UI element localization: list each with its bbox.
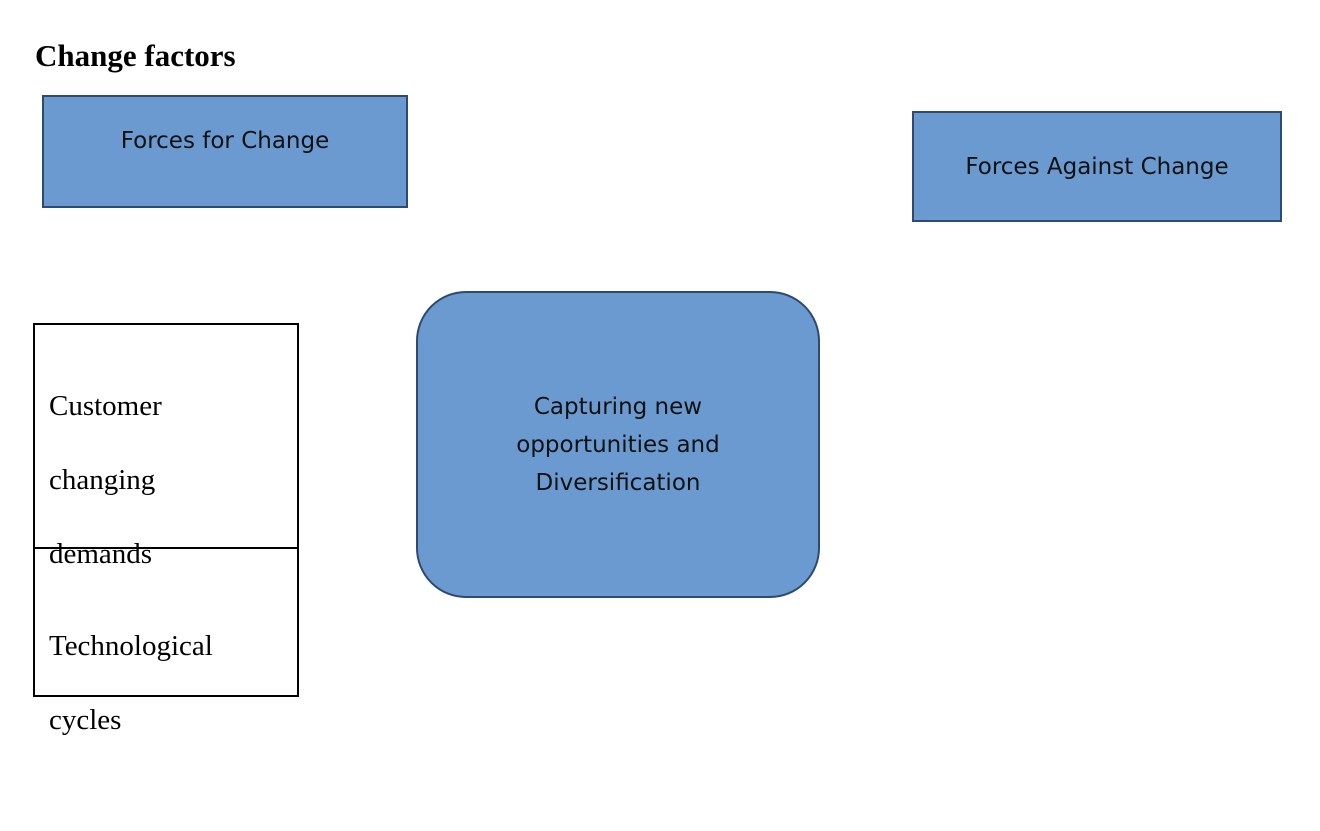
forces-for-change-label: Forces for Change	[120, 128, 330, 154]
forces-for-change-box: Forces for Change	[42, 95, 408, 208]
change-factors-table: Customer changing demands Technological …	[33, 323, 299, 736]
forces-against-change-box: Forces Against Change	[912, 111, 1282, 222]
center-box-label: Capturing new opportunities and Diversif…	[516, 393, 720, 496]
table-row: Customer changing demands	[35, 309, 297, 570]
page-title: Change factors	[35, 38, 236, 73]
table-cell-text: Technological cycles	[49, 630, 213, 736]
table-row: Technological cycles	[35, 547, 297, 736]
table-cell-text: Customer changing demands	[49, 390, 162, 570]
forces-against-change-label: Forces Against Change	[965, 153, 1229, 180]
center-rounded-box: Capturing new opportunities and Diversif…	[416, 291, 820, 598]
